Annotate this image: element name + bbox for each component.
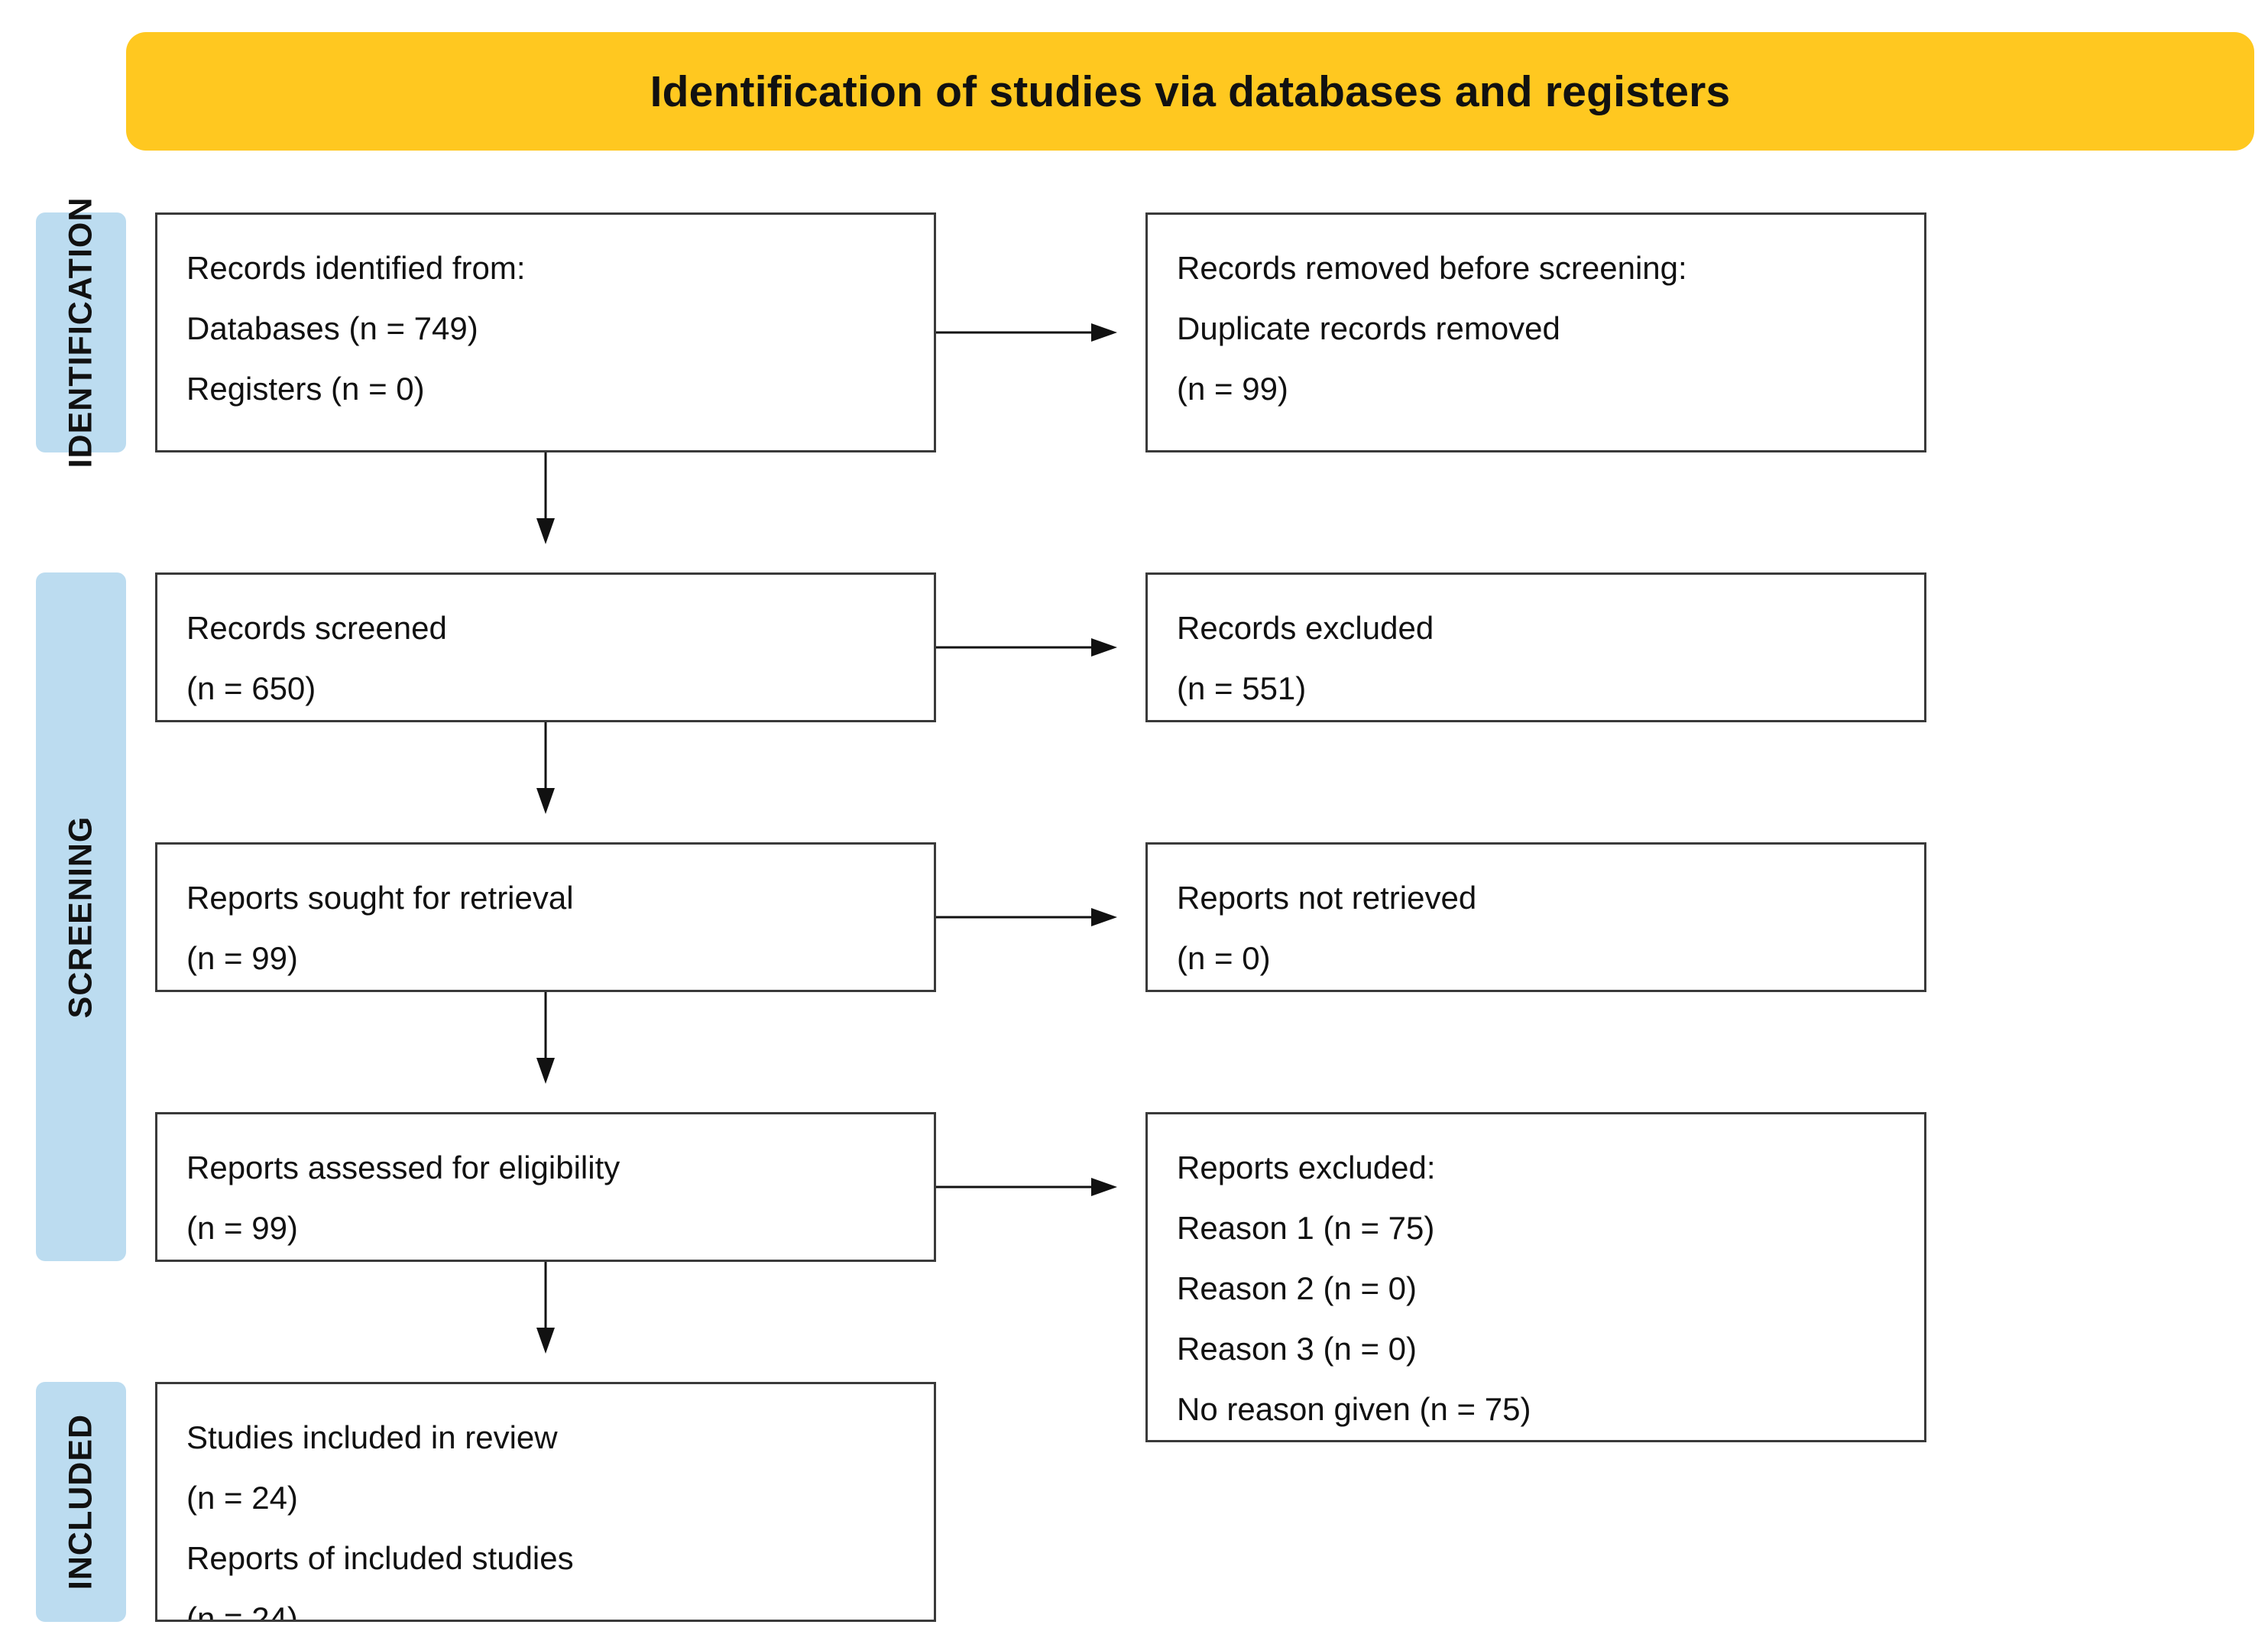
reports-not-retrieved-heading: Reports not retrieved xyxy=(1177,880,1477,916)
reports-sought-heading: Reports sought for retrieval xyxy=(186,880,574,916)
reports-not-retrieved-count: (n = 0) xyxy=(1177,940,1271,976)
reports-excluded-reason-3: Reason 3 (n = 0) xyxy=(1177,1331,1418,1367)
box-records-identified: Records identified from: Databases (n = … xyxy=(155,212,936,452)
reports-excluded-reason-1: Reason 1 (n = 75) xyxy=(1177,1210,1435,1246)
records-identified-heading: Records identified from: xyxy=(186,250,526,286)
header-banner: Identification of studies via databases … xyxy=(126,32,2254,151)
records-identified-databases: Databases (n = 749) xyxy=(186,310,478,346)
reports-excluded-no-reason: No reason given (n = 75) xyxy=(1177,1391,1531,1427)
phase-identification: IDENTIFICATION xyxy=(36,197,126,468)
box-reports-assessed: Reports assessed for eligibility (n = 99… xyxy=(155,1112,936,1262)
arrowhead-down xyxy=(536,1058,555,1084)
reports-included-heading: Reports of included studies xyxy=(186,1540,574,1576)
reports-included-count: (n = 24) xyxy=(186,1600,298,1622)
records-excluded-count: (n = 551) xyxy=(1177,670,1307,706)
box-reports-excluded: Reports excluded: Reason 1 (n = 75) Reas… xyxy=(1145,1112,1926,1442)
studies-included-heading: Studies included in review xyxy=(186,1419,558,1455)
box-reports-not-retrieved: Reports not retrieved (n = 0) xyxy=(1145,842,1926,992)
records-removed-duplicates: Duplicate records removed xyxy=(1177,310,1560,346)
arrowhead-down xyxy=(536,788,555,814)
studies-included-count: (n = 24) xyxy=(186,1480,298,1516)
box-studies-included: Studies included in review (n = 24) Repo… xyxy=(155,1382,936,1622)
arrowhead-right xyxy=(1091,1178,1117,1196)
diagram-title: Identification of studies via databases … xyxy=(650,66,1731,116)
reports-excluded-reason-2: Reason 2 (n = 0) xyxy=(1177,1270,1418,1306)
arrowhead-down xyxy=(536,518,555,544)
arrowhead-right xyxy=(1091,908,1117,926)
reports-assessed-count: (n = 99) xyxy=(186,1210,298,1246)
arrowhead-down xyxy=(536,1328,555,1354)
box-records-excluded: Records excluded (n = 551) xyxy=(1145,572,1926,722)
reports-sought-count: (n = 99) xyxy=(186,940,298,976)
box-records-screened: Records screened (n = 650) xyxy=(155,572,936,722)
phase-screening: SCREENING xyxy=(36,572,126,1261)
box-records-removed: Records removed before screening: Duplic… xyxy=(1145,212,1926,452)
records-removed-count: (n = 99) xyxy=(1177,371,1288,407)
records-removed-heading: Records removed before screening: xyxy=(1177,250,1687,286)
arrowhead-right xyxy=(1091,323,1117,342)
records-excluded-heading: Records excluded xyxy=(1177,610,1434,646)
records-screened-count: (n = 650) xyxy=(186,670,316,706)
box-reports-sought: Reports sought for retrieval (n = 99) xyxy=(155,842,936,992)
reports-excluded-heading: Reports excluded: xyxy=(1177,1150,1436,1185)
phase-included: INCLUDED xyxy=(36,1382,126,1622)
records-identified-registers: Registers (n = 0) xyxy=(186,371,425,407)
reports-assessed-heading: Reports assessed for eligibility xyxy=(186,1150,620,1185)
arrowhead-right xyxy=(1091,638,1117,657)
records-screened-heading: Records screened xyxy=(186,610,447,646)
